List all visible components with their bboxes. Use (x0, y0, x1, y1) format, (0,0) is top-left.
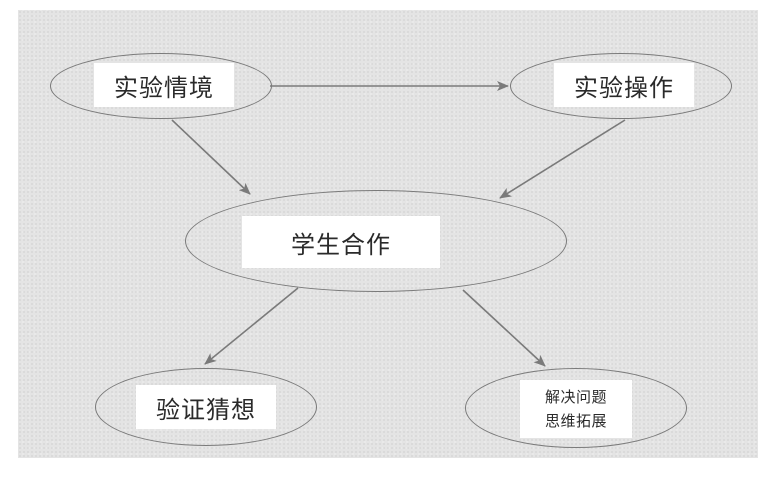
node-operation-label: 实验操作 (554, 63, 694, 107)
node-solve-label: 解决问题 思维拓展 (520, 380, 632, 438)
node-verify-ellipse (95, 368, 317, 446)
node-verify-label: 验证猜想 (136, 385, 276, 429)
node-solve-line1: 解决问题 (544, 388, 607, 406)
node-solve-line2: 思维拓展 (544, 412, 607, 430)
node-context-label: 实验情境 (94, 63, 234, 107)
edge-context-to-cooperation (171, 119, 251, 195)
node-context-ellipse (50, 53, 272, 119)
edge-cooperation-to-solve (462, 289, 546, 367)
edge-cooperation-to-verify (204, 287, 299, 365)
node-cooperation-ellipse (185, 190, 567, 292)
edge-operation-to-cooperation (499, 119, 626, 199)
node-operation-ellipse (510, 53, 732, 119)
node-solve-ellipse (465, 368, 687, 448)
node-cooperation-label: 学生合作 (242, 216, 440, 268)
